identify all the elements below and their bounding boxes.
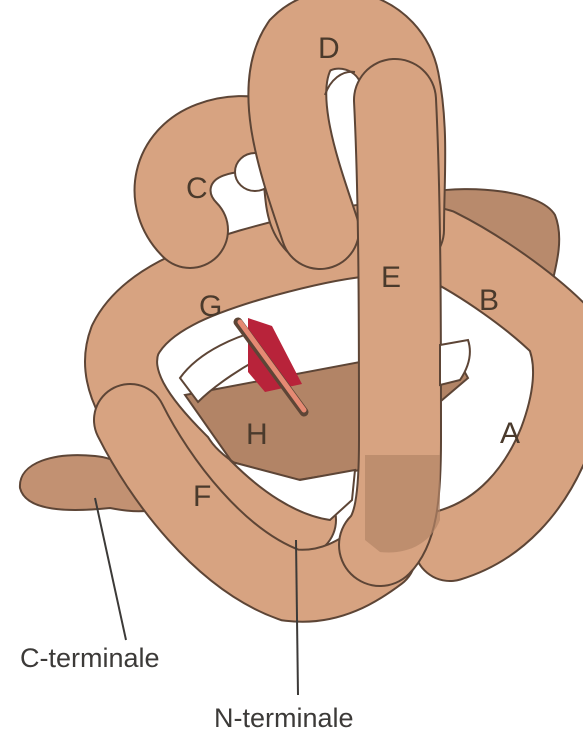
helix-label-e: E	[381, 261, 401, 294]
helix-label-c: C	[186, 172, 208, 205]
n-terminal-label: N-terminale	[214, 703, 354, 733]
helix-label-b: B	[479, 284, 499, 317]
helix-label-h: H	[246, 418, 268, 451]
helix-label-d: D	[318, 32, 340, 65]
heme-plane	[248, 318, 302, 392]
c-terminal-leader	[95, 498, 126, 640]
c-terminal-label: C-terminale	[20, 643, 160, 673]
helix-label-a: A	[500, 417, 520, 450]
helix-label-f: F	[193, 480, 211, 513]
helix-label-g: G	[199, 290, 222, 323]
